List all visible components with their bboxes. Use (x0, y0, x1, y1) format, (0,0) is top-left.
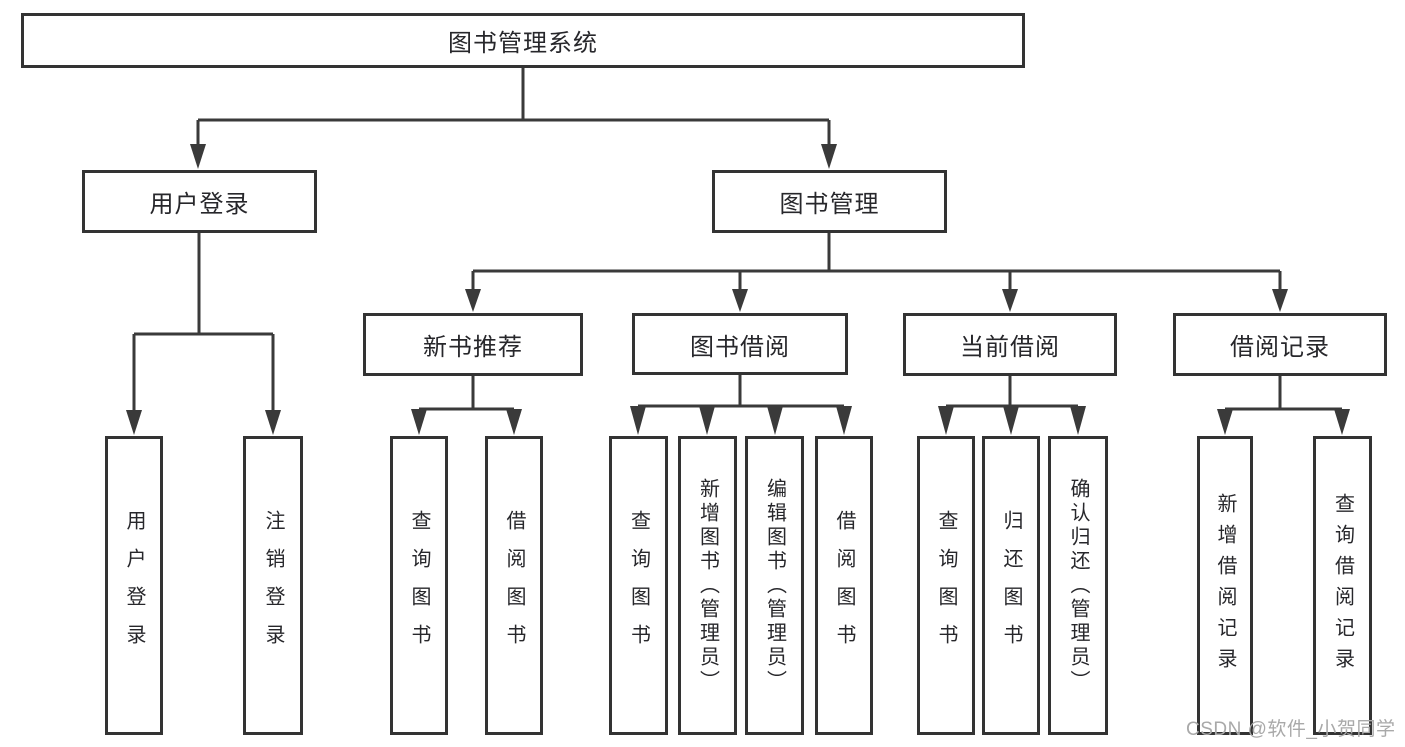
node-label: 查询图书 (935, 509, 957, 662)
node-label: 借阅图书 (833, 509, 855, 662)
node-label: 查询图书 (627, 509, 650, 662)
node-user-login: 用户登录 (82, 170, 317, 233)
node-label: 借阅记录 (1230, 334, 1330, 361)
node-query-books-current: 查询图书 (917, 436, 975, 735)
node-label: 确认归还（管理员） (1067, 477, 1089, 694)
node-confirm-return-admin: 确认归还（管理员） (1048, 436, 1108, 735)
node-label: 查询图书 (408, 509, 430, 662)
node-label: 归还图书 (1000, 509, 1022, 662)
node-edit-book-admin: 编辑图书（管理员） (745, 436, 804, 735)
node-label: 用户登录 (149, 191, 250, 218)
node-query-books-recommend: 查询图书 (390, 436, 448, 735)
node-borrowing-records: 借阅记录 (1173, 313, 1387, 376)
node-library-management-system: 图书管理系统 (21, 13, 1025, 68)
node-label: 新增图书（管理员） (696, 477, 719, 694)
node-label: 注销登录 (262, 509, 284, 662)
node-login: 用户登录 (105, 436, 163, 735)
node-borrow-books-recommend: 借阅图书 (485, 436, 543, 735)
node-label: 图书借阅 (690, 333, 790, 361)
node-new-book-recommendation: 新书推荐 (363, 313, 583, 376)
node-label: 编辑图书（管理员） (763, 477, 786, 694)
node-label: 查询借阅记录 (1331, 492, 1354, 679)
node-query-books-borrowing: 查询图书 (609, 436, 668, 735)
node-add-book-admin: 新增图书（管理员） (678, 436, 737, 735)
node-book-borrowing: 图书借阅 (632, 313, 848, 375)
node-label: 新书推荐 (423, 334, 523, 361)
node-label: 图书管理系统 (448, 30, 598, 57)
node-label: 新增借阅记录 (1214, 492, 1236, 679)
node-borrow-books: 借阅图书 (815, 436, 873, 735)
csdn-watermark: CSDN @软件_小贺同学 (1186, 719, 1396, 740)
node-label: 图书管理 (779, 191, 880, 218)
node-label: 用户登录 (123, 509, 145, 662)
node-book-management: 图书管理 (712, 170, 947, 233)
node-logout: 注销登录 (243, 436, 303, 735)
node-query-borrow-record: 查询借阅记录 (1313, 436, 1372, 735)
node-add-borrow-record: 新增借阅记录 (1197, 436, 1253, 735)
node-label: 借阅图书 (503, 509, 525, 662)
node-return-book: 归还图书 (982, 436, 1040, 735)
node-label: 当前借阅 (960, 334, 1060, 361)
node-current-borrowing: 当前借阅 (903, 313, 1117, 376)
